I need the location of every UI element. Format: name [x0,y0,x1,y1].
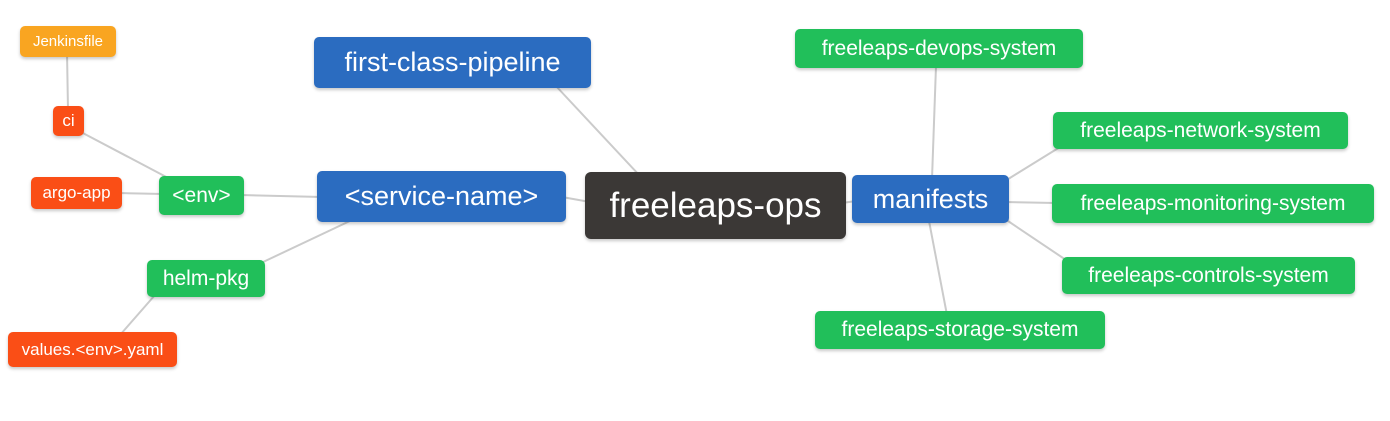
node-freeleaps-monitoring-system[interactable]: freeleaps-monitoring-system [1052,184,1374,223]
node-label: manifests [872,183,989,214]
node-label: freeleaps-devops-system [821,36,1057,60]
node-argo-app[interactable]: argo-app [31,177,122,209]
edge-manifests-monitoring [1003,201,1057,204]
edge-jenkinsfile-ci [66,51,69,111]
edge-values-yaml-helm-pkg [119,294,156,336]
edge-env-service-name [239,194,323,198]
node-label: freeleaps-controls-system [1088,263,1329,287]
node-label: Jenkinsfile [32,33,104,50]
edge-manifests-storage [928,220,948,316]
node-label: ci [62,111,75,130]
node-label: <service-name> [344,181,539,211]
edge-manifests-controls [1004,218,1067,261]
node-label: helm-pkg [162,266,250,290]
node-label: first-class-pipeline [344,47,561,77]
edge-manifests-network [1004,146,1061,182]
edge-argo-app-env [117,192,165,195]
node-freeleaps-network-system[interactable]: freeleaps-network-system [1053,112,1348,149]
edge-manifests-devops [931,65,937,180]
node-freeleaps-devops-system[interactable]: freeleaps-devops-system [795,29,1083,68]
node-label: freeleaps-storage-system [841,318,1079,341]
node-label: freeleaps-network-system [1080,118,1321,142]
node-label: argo-app [42,183,111,202]
node-label: values.<env>.yaml [21,339,164,359]
node-helm-pkg[interactable]: helm-pkg [147,260,265,297]
edge-helm-pkg-service-name [260,219,353,264]
node-values-env-yaml[interactable]: values.<env>.yaml [8,332,177,367]
node-freeleaps-controls-system[interactable]: freeleaps-controls-system [1062,257,1355,294]
node-label: <env> [172,183,231,207]
node-env[interactable]: <env> [159,176,244,215]
node-first-class-pipeline[interactable]: first-class-pipeline [314,37,591,88]
edge-ci-env [78,130,173,181]
node-ci[interactable]: ci [53,106,84,136]
edge-pipeline-root [554,84,641,177]
node-service-name[interactable]: <service-name> [317,171,566,222]
node-freeleaps-ops-root[interactable]: freeleaps-ops [585,172,846,239]
node-manifests[interactable]: manifests [852,175,1009,223]
node-jenkinsfile[interactable]: Jenkinsfile [20,26,116,57]
node-freeleaps-storage-system[interactable]: freeleaps-storage-system [815,311,1105,349]
node-label: freeleaps-ops [609,185,822,225]
node-label: freeleaps-monitoring-system [1080,191,1346,215]
